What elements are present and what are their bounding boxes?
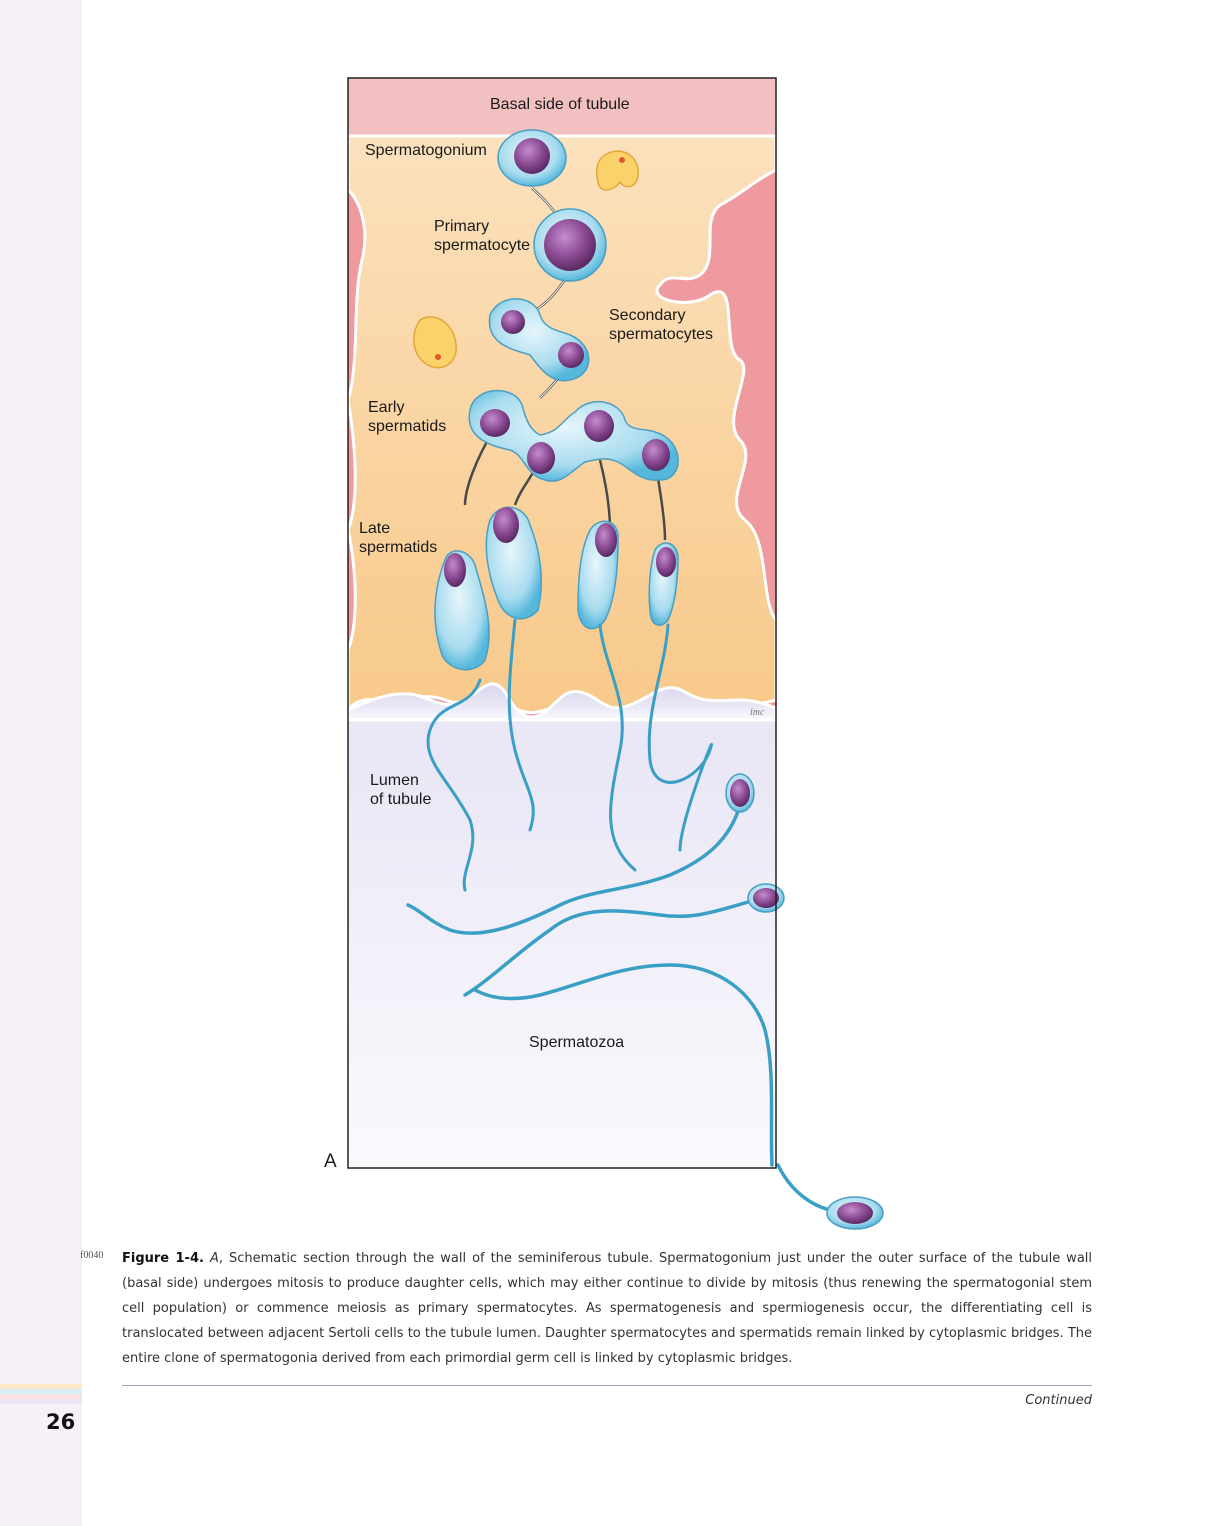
secondary-spermatocyte-nucleus xyxy=(501,310,525,334)
early-spermatid-nucleus xyxy=(527,442,555,474)
late-spermatid-head xyxy=(595,523,617,557)
early-spermatid-nucleus xyxy=(642,439,670,471)
caption-label: Figure 1-4. xyxy=(122,1251,204,1266)
tubule-illustration: imc xyxy=(346,77,884,1230)
label-spermatogonium: Spermatogonium xyxy=(365,142,487,159)
panel-letter: A xyxy=(324,1151,337,1172)
sertoli-nucleus-upper xyxy=(595,150,639,191)
figure-caption: Figure 1-4. A, Schematic section through… xyxy=(122,1246,1092,1371)
artist-signature: imc xyxy=(750,707,765,718)
primary-spermatocyte-nucleus xyxy=(544,219,596,271)
spermatozoa xyxy=(406,803,832,1212)
late-spermatid-head xyxy=(444,553,466,587)
label-lumen: Lumen of tubule xyxy=(370,772,432,808)
late-spermatid-head xyxy=(493,507,519,543)
label-early-spermatids: Early spermatids xyxy=(368,399,447,435)
label-spermatozoa: Spermatozoa xyxy=(529,1034,625,1051)
figure-frame xyxy=(347,77,777,1169)
sertoli-nucleus-lower xyxy=(413,316,457,369)
page-number: 26 xyxy=(46,1410,76,1434)
spermatid-tails xyxy=(426,618,713,892)
label-late-spermatids: Late spermatids xyxy=(359,520,438,556)
early-spermatid-nucleus xyxy=(480,409,510,437)
footer-rule xyxy=(122,1385,1092,1386)
continued-note: Continued xyxy=(1025,1393,1092,1408)
secondary-spermatocyte-nucleus xyxy=(558,342,584,368)
page-margin-strip xyxy=(0,0,82,1526)
caption-panel-ref: A xyxy=(209,1251,219,1266)
label-basal-side: Basal side of tubule xyxy=(490,96,630,113)
spermatozoa-heads xyxy=(725,773,884,1230)
early-spermatids-cell xyxy=(468,389,679,482)
spermatogonium-nucleus xyxy=(514,138,550,174)
figure-illustration: imc Basal side of tubule Spermatogonium … xyxy=(300,60,920,1250)
label-primary-spermatocyte: Primary spermatocyte xyxy=(434,218,531,254)
caption-text: , Schematic section through the wall of … xyxy=(122,1251,1093,1366)
early-spermatid-nucleus xyxy=(584,410,614,442)
late-spermatid-head xyxy=(656,547,676,577)
lumen-boundary xyxy=(346,682,778,722)
label-secondary-spermatocytes: Secondary spermatocytes xyxy=(609,307,714,343)
basal-band xyxy=(348,78,776,136)
figure-id: f0040 xyxy=(80,1250,104,1261)
margin-color-tabs xyxy=(0,1384,82,1404)
